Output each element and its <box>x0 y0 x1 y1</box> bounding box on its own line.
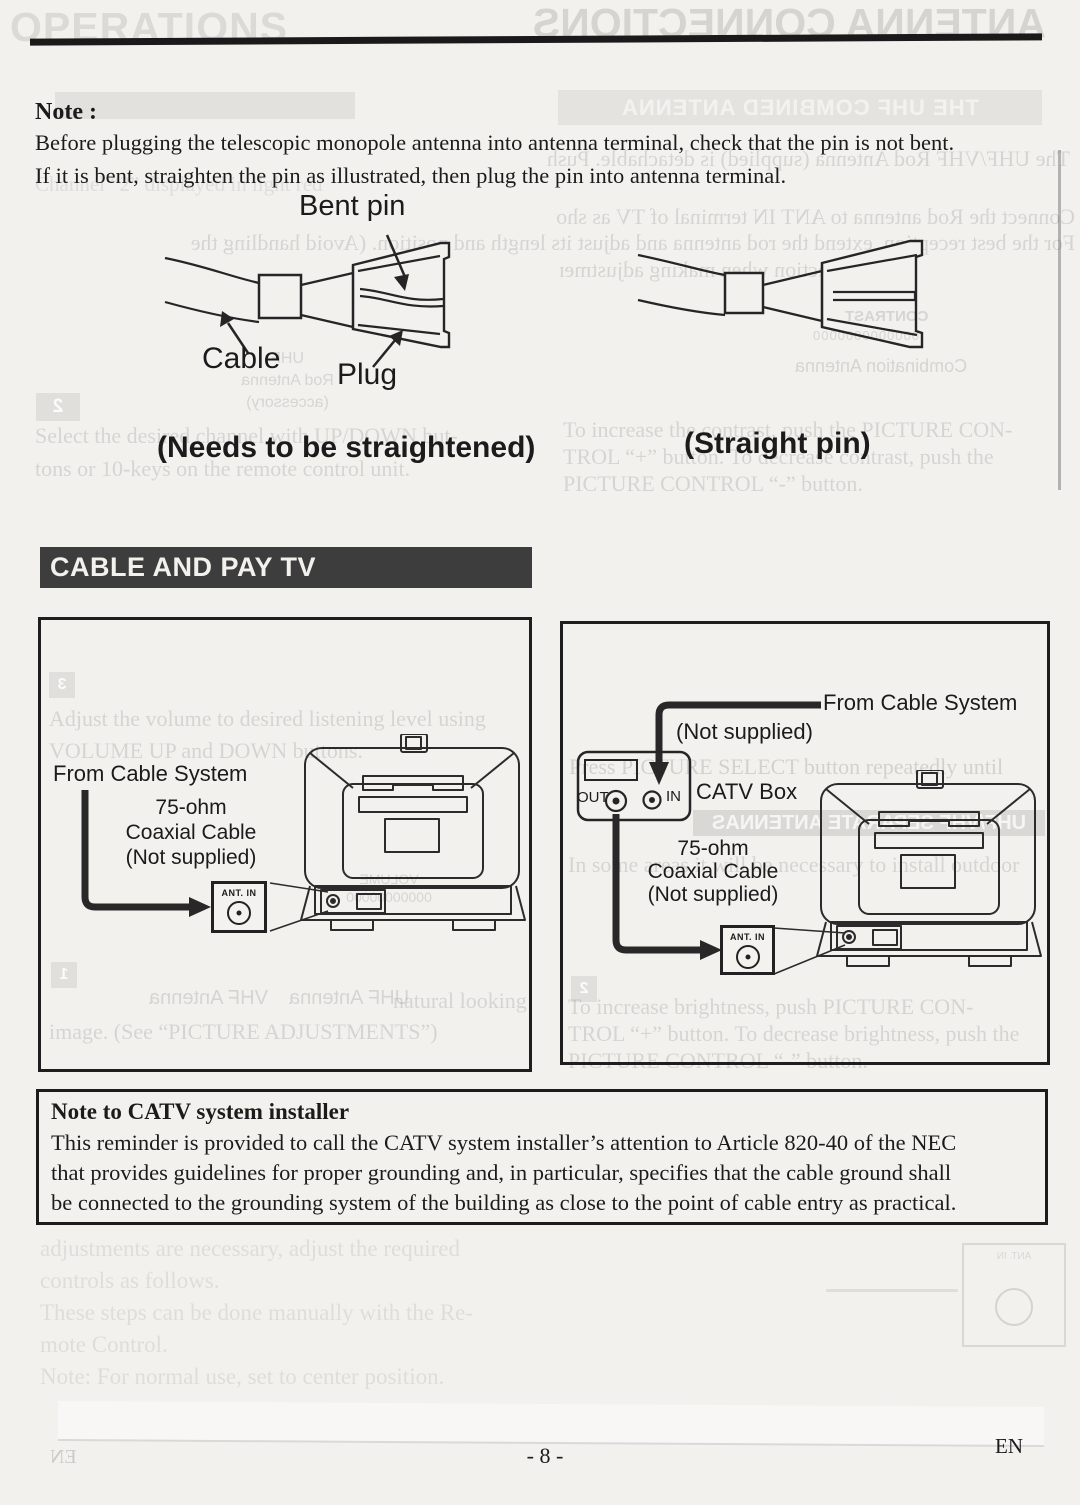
ghost-brightness-line1: To increase brightness, push PICTURE CON… <box>568 994 974 1019</box>
installer-note-line3: be connected to the grounding system of … <box>51 1190 957 1215</box>
note-heading: Note : <box>35 99 97 125</box>
ghost-contrast-label: CONTRAST <box>845 308 929 325</box>
cable-direct-diagram-box: 3 Adjust the volume to desired listening… <box>38 617 532 1072</box>
section-header-cable-pay-tv: CABLE AND PAY TV <box>40 547 532 588</box>
ant-in-label: ANT. IN <box>730 932 765 942</box>
ghost-installer-line4: mote Control. <box>40 1332 168 1357</box>
ghost-contrast-slider: 0000000000000 <box>812 328 919 343</box>
ghost-rod-antenna-accessory: UHF Rod Antenna (accessory) <box>241 350 334 411</box>
installer-note-line2: that provides guidelines for proper grou… <box>51 1160 952 1185</box>
plug-label: Plug <box>337 358 398 391</box>
ghost-natural-line2: image. (See “PICTURE ADJUSTMENTS”) <box>49 1019 438 1044</box>
note-body-line2: If it is bent, straighten the pin as ill… <box>35 163 787 188</box>
coax-jack-icon <box>227 901 251 925</box>
in-jack-label: IN <box>666 788 681 805</box>
note-body-line1: Before plugging the telescopic monopole … <box>35 130 955 155</box>
ghost-jack-icon <box>995 1288 1033 1326</box>
ghost-adjust-line2: VOLUME UP and DOWN buttons. <box>49 738 363 763</box>
language-code: EN <box>995 1434 1023 1458</box>
ant-in-label: ANT. IN <box>221 888 257 898</box>
ghost-select-line1: Select the desired channel with UP/DOWN … <box>35 423 458 448</box>
tv-rear-illustration <box>300 734 526 931</box>
ghost-step2-square: 2 <box>36 393 80 421</box>
straight-pin-plug-illustration <box>637 239 924 349</box>
ghost-combined-antenna-bar: THE UHF COMBINED ANTENNA <box>558 90 1042 125</box>
ghost-connect-line: Connect the Rod antenna to ANT IN termin… <box>555 204 1075 229</box>
ghost-contrast-instr2: TROL “+” button. To decrease contrast, p… <box>563 444 994 469</box>
from-cable-system-label: From Cable System <box>53 761 248 786</box>
ghost-cable-line <box>826 1289 958 1292</box>
ghost-installer-line2: controls as follows. <box>40 1268 220 1293</box>
needs-straightened-caption: (Needs to be straightened) <box>157 431 536 464</box>
ghost-natural-line1: natural looking <box>393 988 527 1013</box>
ghost-contrast-instr1: To increase the contrast, push the PICTU… <box>563 417 1013 442</box>
ghost-bottom-band <box>57 1400 1045 1448</box>
ghost-contrast-instr3: PICTURE CONTROL “-” button. <box>563 471 863 496</box>
ghost-combination-antenna: Combination Antenna <box>795 356 968 376</box>
out-jack-label: OUT <box>577 789 609 806</box>
not-supplied-label: (Not supplied) <box>676 719 813 744</box>
coax-cable-note: 75-ohm Coaxial Cable (Not supplied) <box>125 796 257 869</box>
catv-box-label: CATV Box <box>696 779 798 804</box>
ghost-ant-in-text: ANT. IN <box>996 1251 1032 1262</box>
ghost-channel-line: Channel “2” displayed in light red <box>35 172 323 196</box>
straight-pin-caption: (Straight pin) <box>684 427 871 460</box>
installer-note-title: Note to CATV system installer <box>51 1099 350 1124</box>
cable-label: Cable <box>202 342 281 375</box>
from-cable-system-label: From Cable System <box>823 690 1018 715</box>
ghost-uhf-antenna: UHF Antenna <box>289 987 410 1009</box>
ghost-brightness-line3: PICTURE CONTROL “-” button. <box>568 1048 868 1073</box>
coax-jack-icon <box>735 945 760 969</box>
ant-in-panel: ANT. IN <box>211 881 267 933</box>
ghost-installer-line5: Note: For normal use, set to center posi… <box>40 1364 445 1389</box>
ghost-step1-square: 1 <box>51 962 77 988</box>
ghost-some-areas-line: In some areas it will be necessary to in… <box>568 852 1020 877</box>
scan-edge-artifact <box>1058 150 1061 490</box>
installer-note-line1: This reminder is provided to call the CA… <box>51 1130 957 1155</box>
right-diagram-cable-art <box>576 701 846 975</box>
catv-box-diagram-box: Press PICTURE SELECT button repeatedly u… <box>560 621 1050 1073</box>
ghost-select-line2: tons or 10-keys on the remote control un… <box>35 456 411 481</box>
ghost-ant-in-panel: ANT. IN <box>962 1243 1066 1347</box>
ghost-brightness-line2: TROL “+” button. To decrease brightness,… <box>568 1021 1020 1046</box>
ant-in-panel: ANT. IN <box>720 925 775 975</box>
ghost-installer-line3: These steps can be done manually with th… <box>40 1300 474 1325</box>
tv-rear-illustration <box>816 770 1042 967</box>
ghost-language-code: EN <box>50 1446 77 1468</box>
ghost-vhf-antenna: VHF Antenna <box>149 987 268 1009</box>
bent-pin-label: Bent pin <box>299 190 406 222</box>
ghost-bar-left <box>55 92 355 119</box>
page-number: - 8 - <box>526 1443 564 1468</box>
ghost-adjust-line1: Adjust the volume to desired listening l… <box>49 706 486 731</box>
ghost-installer-line1: adjustments are necessary, adjust the re… <box>40 1236 461 1261</box>
ghost-press-line: Press PICTURE SELECT button repeatedly u… <box>569 754 1004 779</box>
bent-pin-plug-illustration <box>164 234 451 368</box>
catv-installer-note-box: Note to CATV system installer This remin… <box>36 1089 1048 1225</box>
coax-cable-note: 75-ohm Coaxial Cable (Not supplied) <box>647 837 779 906</box>
